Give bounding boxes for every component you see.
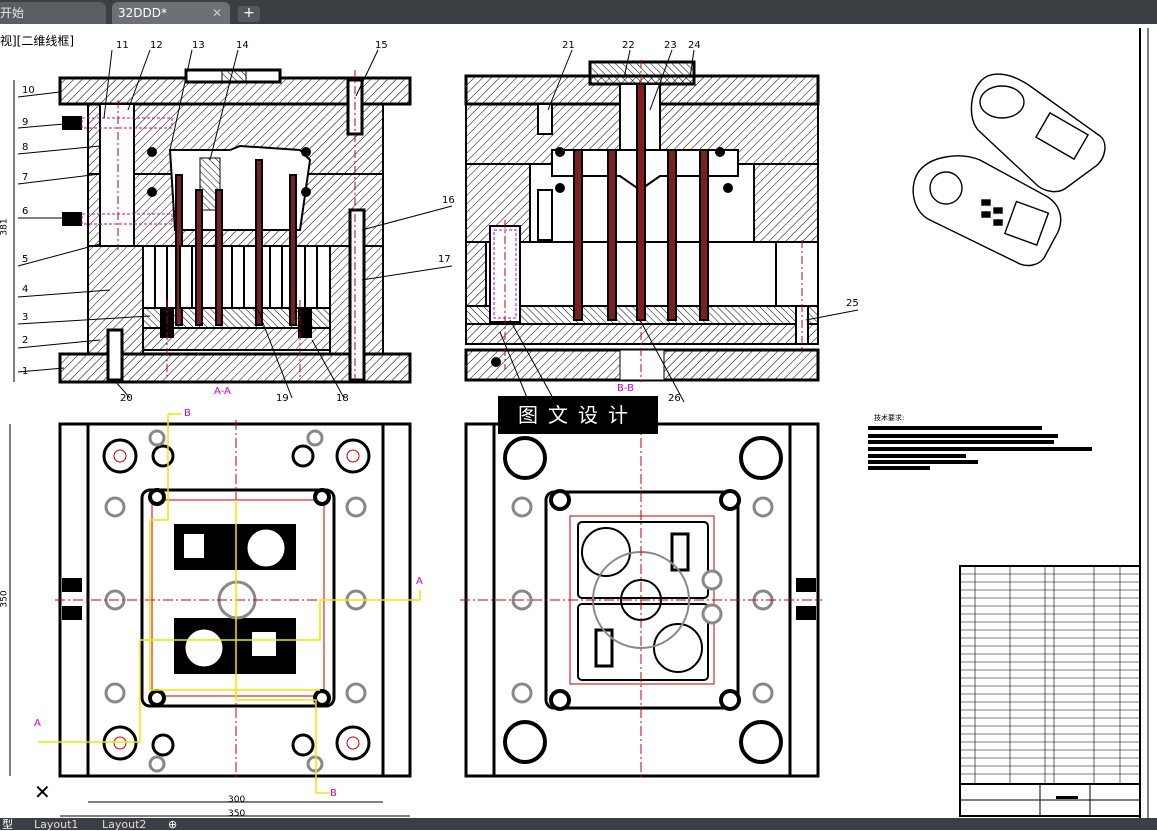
tech-requirements-text-bars [868,426,1092,470]
tab-layout1[interactable]: Layout1 [34,818,79,831]
section-bb-view [464,60,820,382]
tab-start[interactable]: 开始 [0,2,106,24]
add-layout-plus-icon[interactable]: ⊕ [168,818,178,831]
viewport-label[interactable]: 视][二维线框] [0,34,75,48]
tab-start-label: 开始 [0,6,25,20]
section-aa-view [58,68,412,384]
part-3d-illustration [912,73,1106,267]
new-tab-plus-icon[interactable]: + [238,6,260,22]
close-icon[interactable]: ✕ [211,6,222,20]
tab-layout2[interactable]: Layout2 [102,818,147,831]
layout-tab-bar: 型 Layout1 Layout2 ⊕ [0,818,1157,831]
ucs-cross-icon: ✕ [34,780,51,804]
parts-list-table [959,565,1141,817]
leader-lines [17,49,859,403]
plan-view-moving-half [38,413,421,794]
document-tab-bar: 开始 32DDD* ✕ + [0,0,1157,24]
watermark-banner: 图文设计 [498,396,658,434]
dimension-lines [9,80,410,817]
drawing-canvas[interactable] [0,24,1157,818]
tab-drawing[interactable]: 32DDD* ✕ [112,2,230,24]
tab-model[interactable]: 型 [2,818,13,831]
plan-view-fixed-half [460,420,822,780]
tab-drawing-label: 32DDD* [118,6,167,20]
